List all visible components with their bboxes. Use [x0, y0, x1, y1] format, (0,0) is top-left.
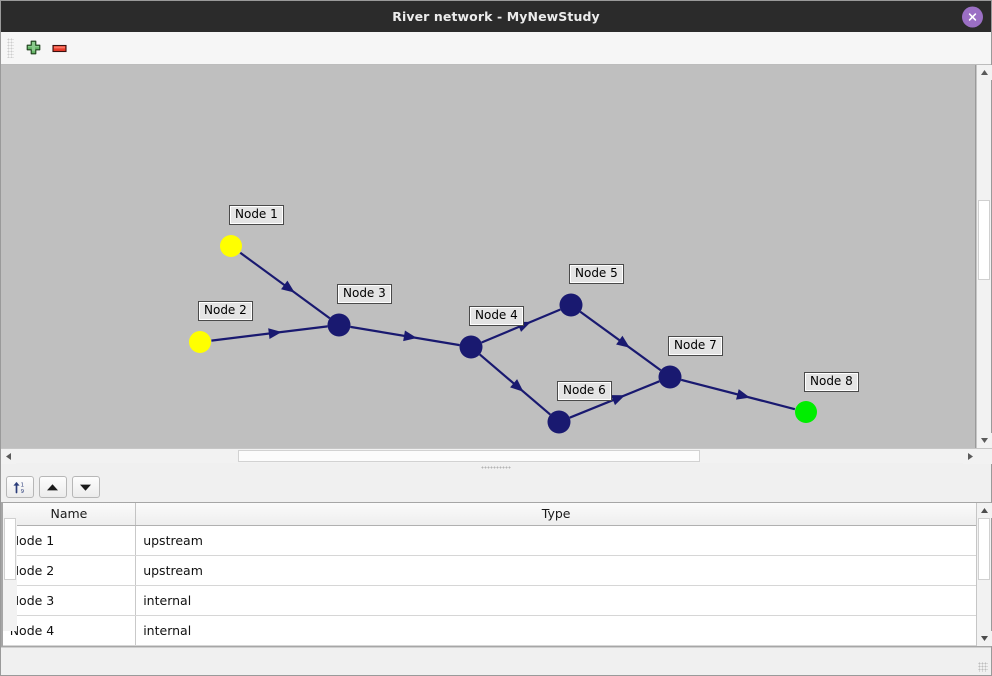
node-move-down-icon[interactable] — [71, 476, 100, 498]
graph-node-label[interactable]: Node 1 — [229, 205, 284, 225]
node-panel-toolbar: 1 9 — [2, 472, 991, 502]
graph-node[interactable] — [547, 410, 571, 434]
table-cell[interactable]: Node 2 — [2, 555, 137, 586]
window-resize-grip[interactable] — [978, 662, 988, 672]
window-titlebar: River network - MyNewStudy — [1, 1, 991, 32]
splitter-grip — [481, 466, 511, 469]
node-vscroll-thumb[interactable] — [978, 518, 991, 580]
canvas-vscroll-track[interactable] — [977, 80, 991, 433]
table-empty-row[interactable] — [2, 645, 977, 646]
graph-node-label[interactable]: Node 4 — [469, 306, 524, 326]
node-sort-icon[interactable]: 1 9 — [5, 476, 34, 498]
branch-vscroll-thumb[interactable] — [4, 518, 16, 580]
graph-node-label[interactable]: Node 6 — [557, 381, 612, 401]
graph-edge-arrow-icon — [610, 395, 626, 406]
graph-node[interactable] — [559, 293, 583, 317]
graph-edge-arrow-icon — [268, 328, 282, 339]
graph-node[interactable] — [658, 365, 682, 389]
graph-node-label[interactable]: Node 2 — [198, 301, 253, 321]
scrollbar-corner — [978, 449, 992, 464]
branch-vertical-scrollbar[interactable] — [2, 503, 18, 646]
table-cell[interactable]: Node 3 — [2, 585, 137, 616]
graph-area: Node 1 Node 2 Node 3 Node 4 Node 5 Node 6 Node… — [1, 65, 992, 464]
table-cell[interactable] — [135, 645, 977, 646]
scroll-left-arrow-icon[interactable] — [1, 449, 16, 464]
toolbar-grip[interactable] — [7, 38, 14, 58]
graph-node[interactable] — [459, 335, 483, 359]
graph-node[interactable] — [327, 313, 351, 337]
table-cell[interactable]: internal — [135, 585, 977, 616]
graph-node-label[interactable]: Node 7 — [668, 336, 723, 356]
tables-region: 1 9 NameNode1Node2 — [1, 472, 992, 675]
node-vscroll-track[interactable] — [977, 518, 992, 631]
table-cell[interactable]: Node 4 — [2, 615, 137, 646]
table-cell[interactable]: upstream — [135, 555, 977, 586]
main-toolbar — [1, 32, 991, 65]
graph-edge-arrow-icon — [736, 389, 750, 400]
canvas-vertical-scrollbar[interactable] — [976, 65, 992, 448]
canvas-hscroll-track[interactable] — [16, 449, 963, 463]
window-title: River network - MyNewStudy — [392, 9, 600, 24]
node-vertical-scrollbar[interactable] — [976, 503, 992, 646]
column-header[interactable]: Type — [135, 503, 977, 526]
add-node-icon[interactable] — [20, 35, 46, 61]
branch-panel-statusbar — [1, 647, 2, 675]
table-cell[interactable]: internal — [135, 615, 977, 646]
graph-node-label[interactable]: Node 3 — [337, 284, 392, 304]
graph-node-label[interactable]: Node 8 — [804, 372, 859, 392]
graph-edge-arrow-icon — [510, 379, 524, 392]
river-network-canvas[interactable]: Node 1 Node 2 Node 3 Node 4 Node 5 Node 6 Node… — [1, 65, 976, 448]
node-scroll-down-arrow-icon[interactable] — [977, 631, 992, 646]
svg-text:9: 9 — [21, 489, 25, 495]
table-cell[interactable] — [2, 645, 137, 646]
table-cell[interactable]: Node 1 — [2, 525, 137, 556]
node-move-up-icon[interactable] — [38, 476, 67, 498]
column-header[interactable]: Name — [2, 503, 137, 526]
close-icon[interactable] — [962, 6, 983, 27]
delete-node-icon[interactable] — [46, 35, 72, 61]
table-cell[interactable]: upstream — [135, 525, 977, 556]
svg-text:1: 1 — [21, 482, 24, 488]
canvas-hscroll-thumb[interactable] — [238, 450, 700, 462]
graph-node[interactable] — [189, 331, 211, 353]
scroll-down-arrow-icon[interactable] — [977, 433, 992, 448]
canvas-horizontal-scrollbar[interactable] — [1, 448, 992, 464]
scroll-up-arrow-icon[interactable] — [977, 65, 992, 80]
node-scroll-up-arrow-icon[interactable] — [977, 503, 992, 518]
scroll-right-arrow-icon[interactable] — [963, 449, 978, 464]
node-panel-statusbar — [1, 647, 992, 675]
graph-edge-arrow-icon — [616, 335, 630, 348]
graph-edge-arrow-icon — [281, 280, 295, 293]
graph-node[interactable] — [220, 235, 242, 257]
graph-node[interactable] — [795, 401, 817, 423]
canvas-vscroll-thumb[interactable] — [978, 200, 990, 280]
horizontal-splitter[interactable] — [1, 463, 991, 472]
branch-vscroll-track[interactable] — [3, 518, 17, 631]
graph-node-label[interactable]: Node 5 — [569, 264, 624, 284]
graph-edge-arrow-icon — [403, 330, 417, 342]
